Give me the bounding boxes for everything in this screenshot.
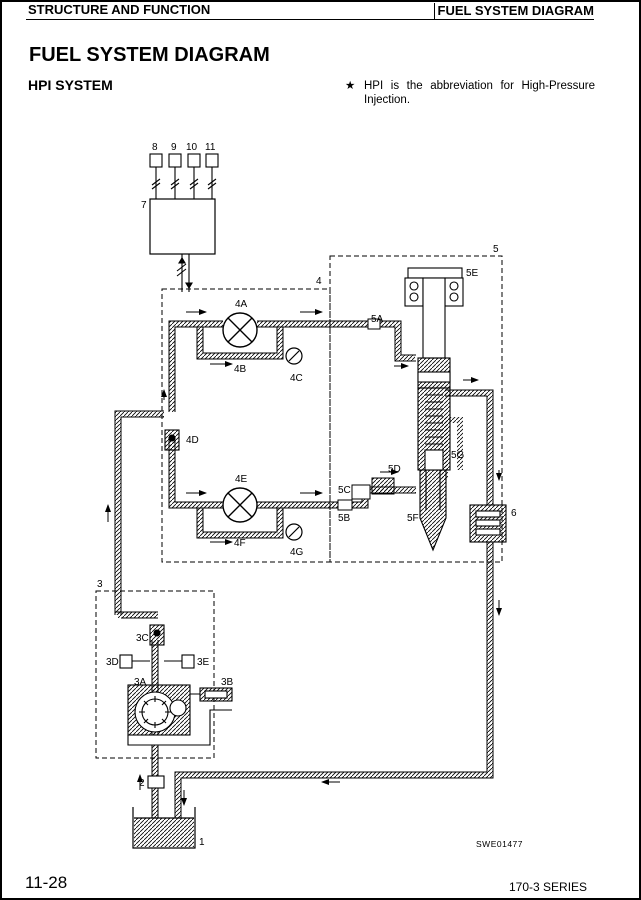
sensor-boxes [149, 153, 219, 292]
header-section: STRUCTURE AND FUNCTION [28, 2, 211, 17]
label-4: 4 [316, 276, 322, 287]
page-title: FUEL SYSTEM DIAGRAM [29, 44, 270, 66]
label-4B: 4B [234, 364, 247, 375]
label-3E: 3E [197, 657, 210, 668]
drawing-code: SWE01477 [476, 839, 523, 849]
label-5F: 5F [407, 513, 419, 524]
gear-pump-4A [222, 312, 258, 348]
filter-6 [469, 504, 507, 543]
pressure-gauges [285, 347, 303, 541]
diagram-labels: 8 9 10 11 7 4 5 5E 4A 5A 4B 4C 4D 5G 5D … [97, 142, 517, 848]
flow-arrows [105, 309, 502, 806]
label-9: 9 [171, 142, 177, 153]
star-icon: ★ [345, 80, 356, 92]
series-label: 170-3 SERIES [509, 880, 588, 894]
pump-assembly-3 [119, 624, 233, 746]
label-11: 11 [205, 142, 216, 153]
fittings [337, 318, 395, 511]
valve-2 [147, 775, 165, 789]
label-8: 8 [152, 142, 158, 153]
label-5D: 5D [388, 464, 401, 475]
valve-4D [164, 429, 180, 451]
controller-7 [149, 198, 216, 255]
label-5: 5 [493, 244, 499, 255]
label-4F: 4F [234, 538, 246, 549]
label-4G: 4G [290, 547, 304, 558]
gear-pump-4E [222, 487, 258, 523]
label-1: 1 [199, 837, 205, 848]
label-4A: 4A [235, 299, 248, 310]
label-6: 6 [511, 508, 517, 519]
page-number: 11-28 [25, 873, 68, 892]
header-divider-tick [434, 3, 435, 19]
label-3B: 3B [221, 677, 234, 688]
label-3A: 3A [134, 677, 147, 688]
label-4C: 4C [290, 373, 303, 384]
label-10: 10 [186, 142, 198, 153]
label-3C: 3C [136, 633, 149, 644]
page-subtitle: HPI SYSTEM [28, 77, 113, 93]
label-7: 7 [141, 200, 147, 211]
label-5C: 5C [338, 485, 351, 496]
label-5E: 5E [466, 268, 479, 279]
label-4E: 4E [235, 474, 248, 485]
label-4D: 4D [186, 435, 199, 446]
label-5B: 5B [338, 513, 351, 524]
injector-5 [404, 267, 464, 552]
label-3: 3 [97, 579, 103, 590]
note-text: HPI is the abbreviation for High-Pressur… [364, 80, 595, 106]
header-chapter: FUEL SYSTEM DIAGRAM [437, 3, 595, 18]
label-5G: 5G [451, 450, 465, 461]
label-2: 2 [139, 778, 145, 789]
fuel-tank-1 [132, 807, 196, 849]
header-rule [26, 19, 594, 20]
label-5A: 5A [371, 314, 384, 325]
label-3D: 3D [106, 657, 119, 668]
